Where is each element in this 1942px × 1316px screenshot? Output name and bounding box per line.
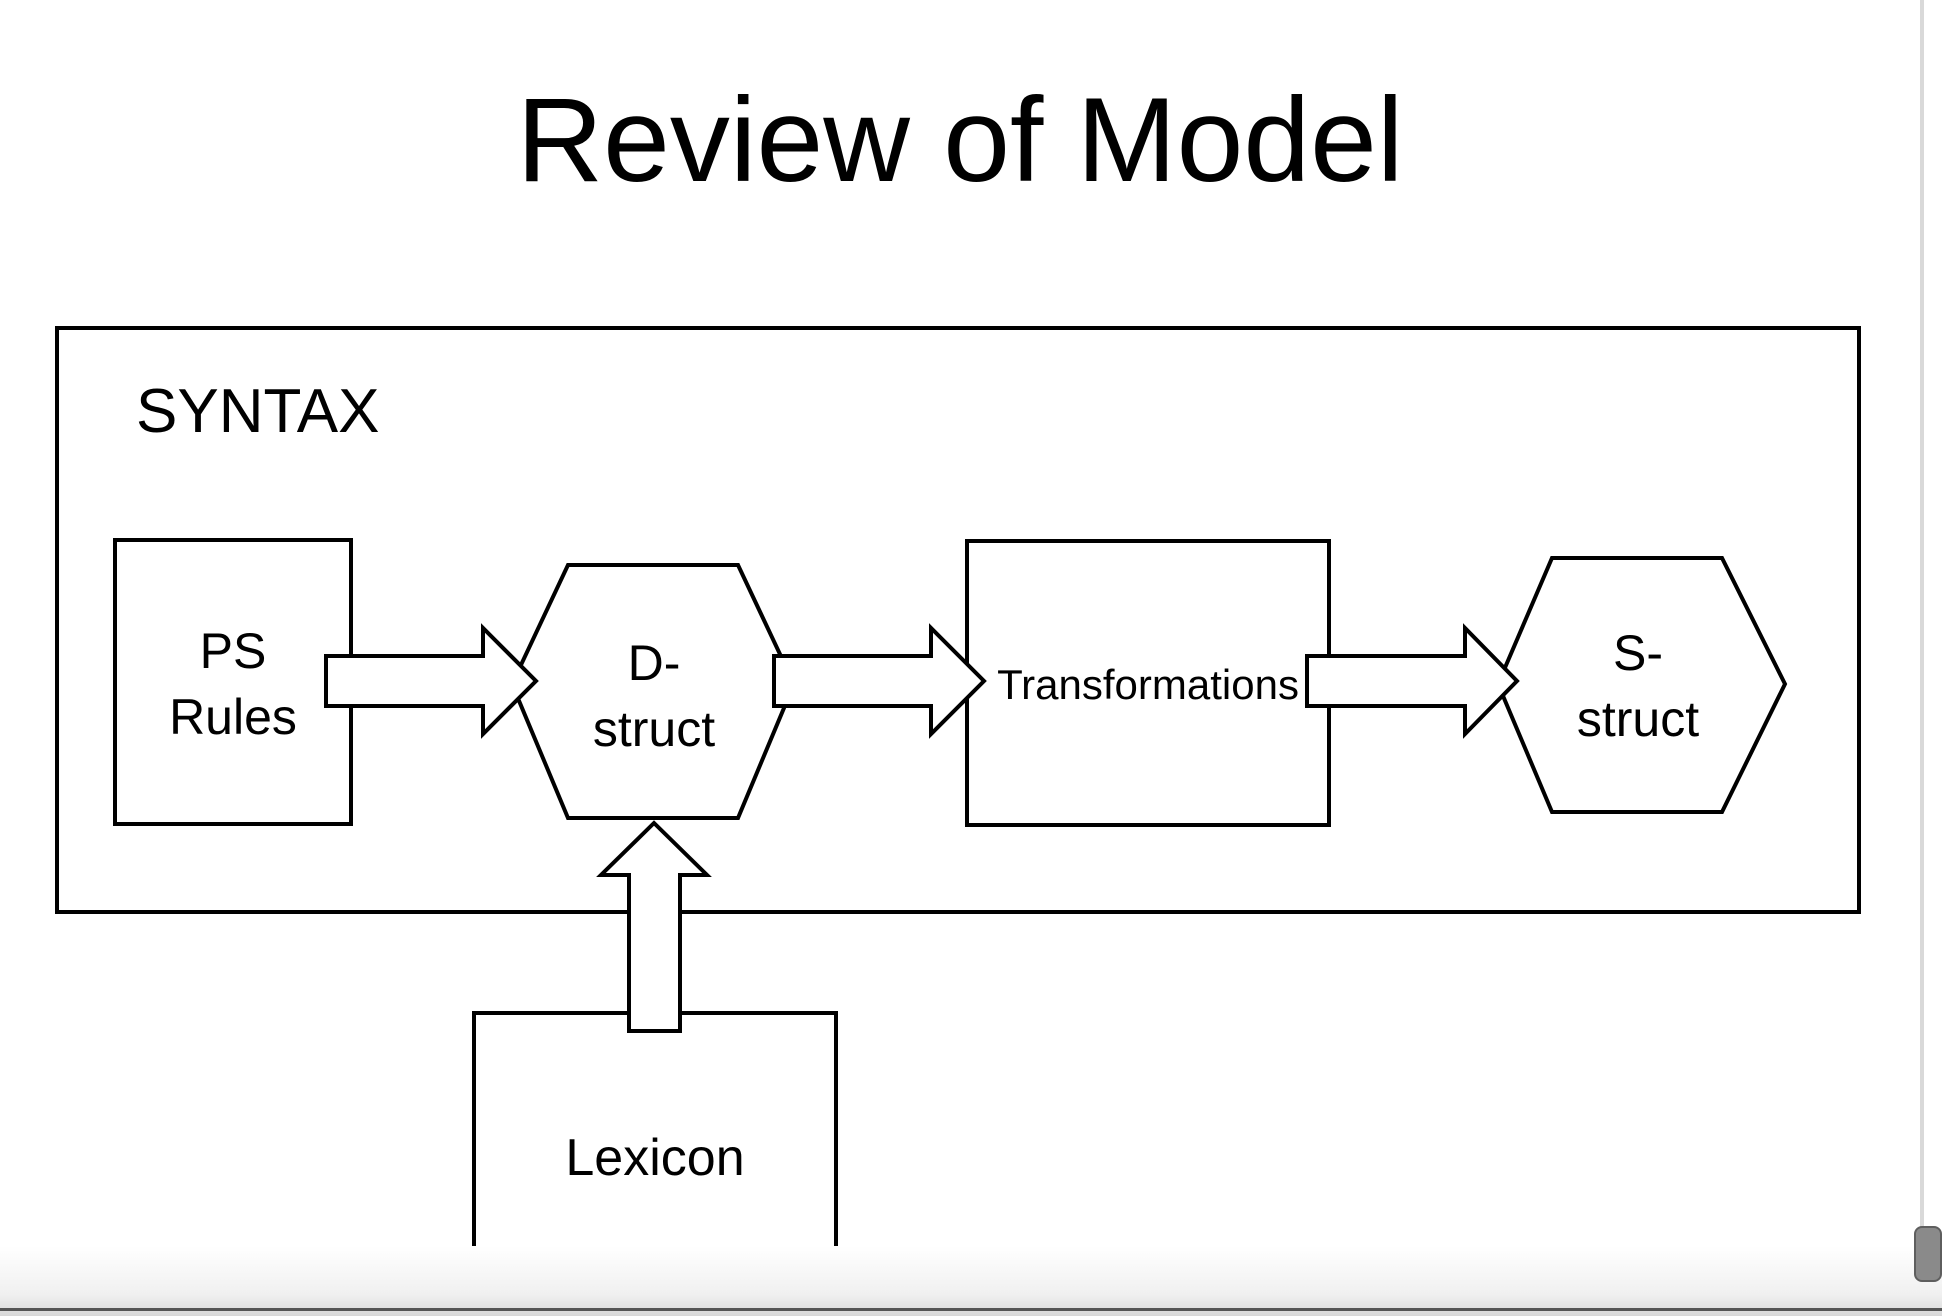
ps-rules-label-line1: PS xyxy=(200,623,267,679)
slide-title: Review of Model xyxy=(516,73,1404,207)
arrow-ps-rules-to-d-struct xyxy=(324,623,539,739)
transformations-box xyxy=(965,539,1331,827)
arrow-transformations-to-s-struct xyxy=(1305,623,1520,739)
s-struct-label-line1: S- xyxy=(1613,625,1663,681)
syntax-container xyxy=(55,326,1861,914)
window-right-edge xyxy=(1920,0,1924,1316)
syntax-label: SYNTAX xyxy=(136,377,379,446)
window-bottom-bar xyxy=(0,1246,1942,1316)
d-struct-label-line1: D- xyxy=(628,635,681,691)
ps-rules-box xyxy=(113,538,353,826)
ps-rules-label-line2: Rules xyxy=(169,689,297,745)
s-struct-hexagon xyxy=(1495,556,1788,814)
d-struct-label-line2: struct xyxy=(593,701,715,757)
s-struct-label-line2: struct xyxy=(1577,691,1699,747)
arrow-d-struct-to-transformations xyxy=(772,623,987,739)
transformations-label: Transformations xyxy=(997,661,1299,708)
scroll-handle[interactable] xyxy=(1914,1226,1942,1282)
arrow-lexicon-to-d-struct xyxy=(596,820,712,1033)
window-bottom-border xyxy=(0,1308,1942,1311)
d-struct-hexagon xyxy=(509,563,797,820)
lexicon-label: Lexicon xyxy=(565,1129,744,1187)
